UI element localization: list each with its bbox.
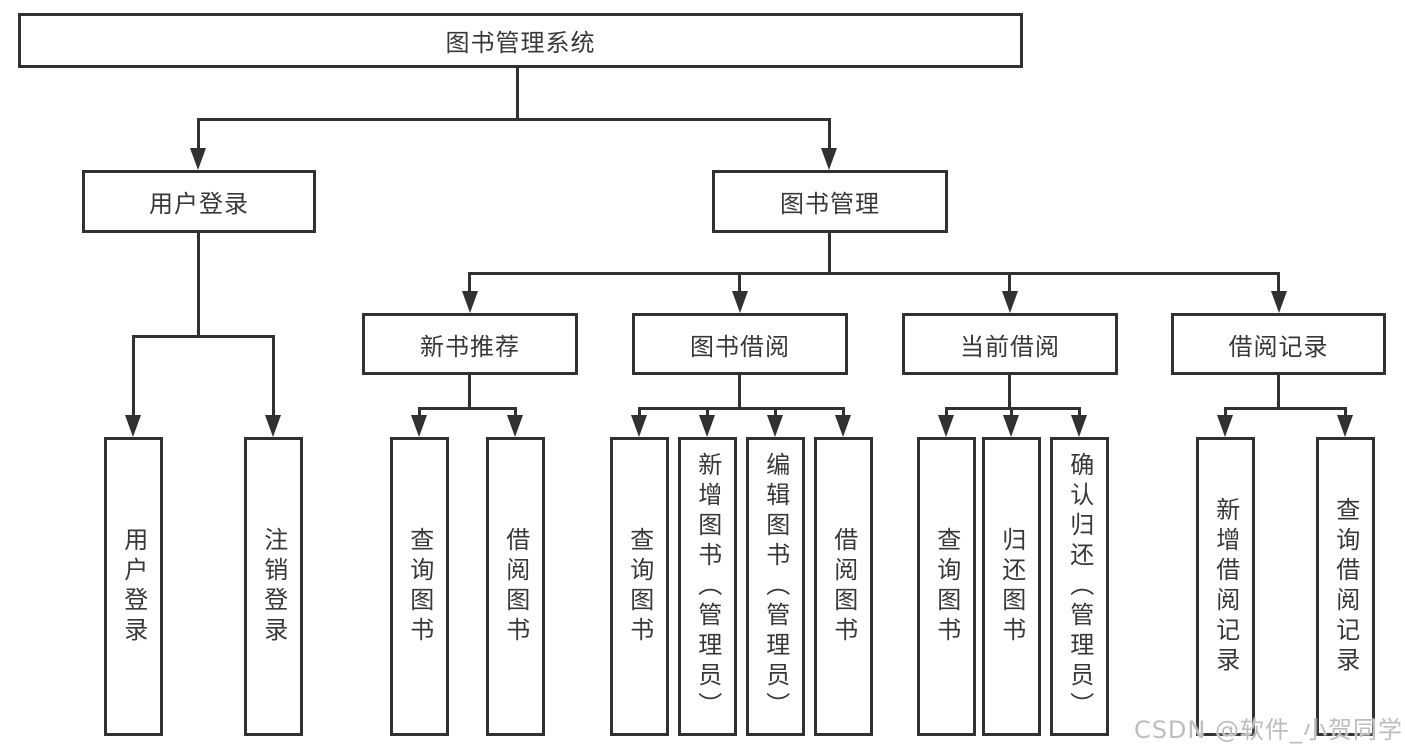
connector-line bbox=[514, 410, 517, 416]
leaf-user-login-label: 用户登录 bbox=[119, 526, 148, 647]
leaf-borrow-books-1-label: 借阅图书 bbox=[501, 526, 530, 647]
connector-arrow-icon bbox=[1217, 415, 1233, 437]
node-user-login: 用户登录 bbox=[82, 170, 316, 233]
connector-line bbox=[638, 410, 641, 416]
connector-line bbox=[828, 233, 831, 272]
node-new-book-recommend-label: 新书推荐 bbox=[420, 332, 520, 361]
node-current-borrow-label: 当前借阅 bbox=[960, 332, 1060, 361]
connector-arrow-icon bbox=[835, 415, 851, 437]
leaf-add-book-admin: 新增图书（管理员） bbox=[678, 437, 737, 736]
node-current-borrow: 当前借阅 bbox=[902, 313, 1118, 375]
leaf-query-books-1-label: 查询图书 bbox=[405, 526, 434, 647]
leaf-confirm-return-admin-label: 确认归还（管理员） bbox=[1065, 451, 1094, 722]
connector-line bbox=[1277, 275, 1280, 291]
leaf-return-book: 归还图书 bbox=[982, 437, 1041, 736]
connector-arrow-icon bbox=[411, 415, 427, 437]
connector-line bbox=[1277, 375, 1280, 407]
connector-line bbox=[272, 338, 275, 415]
leaf-logout: 注销登录 bbox=[244, 437, 303, 736]
node-root: 图书管理系统 bbox=[18, 13, 1023, 68]
connector-line bbox=[1344, 410, 1347, 416]
node-book-borrow-label: 图书借阅 bbox=[690, 332, 790, 361]
leaf-query-borrow-record-label: 查询借阅记录 bbox=[1331, 496, 1360, 677]
connector-line bbox=[774, 410, 777, 416]
connector-line bbox=[1008, 375, 1011, 407]
leaf-add-borrow-record: 新增借阅记录 bbox=[1196, 437, 1255, 736]
leaf-query-books-1: 查询图书 bbox=[390, 437, 449, 736]
connector-line bbox=[738, 375, 741, 407]
connector-line bbox=[1010, 410, 1013, 416]
connector-arrow-icon bbox=[1337, 415, 1353, 437]
leaf-logout-label: 注销登录 bbox=[259, 526, 288, 647]
leaf-user-login: 用户登录 bbox=[104, 437, 163, 736]
connector-arrow-icon bbox=[1003, 415, 1019, 437]
connector-line bbox=[418, 410, 421, 416]
connector-line bbox=[1224, 410, 1227, 416]
connector-line bbox=[418, 407, 517, 410]
connector-line bbox=[1224, 407, 1347, 410]
node-borrow-records-label: 借阅记录 bbox=[1228, 332, 1329, 361]
connector-arrow-icon bbox=[938, 415, 954, 437]
leaf-borrow-books-1: 借阅图书 bbox=[486, 437, 545, 736]
leaf-query-borrow-record: 查询借阅记录 bbox=[1316, 437, 1375, 736]
connector-line bbox=[197, 121, 200, 148]
connector-line bbox=[132, 335, 275, 338]
connector-arrow-icon bbox=[699, 415, 715, 437]
node-root-label: 图书管理系统 bbox=[445, 29, 596, 57]
leaf-query-books-3: 查询图书 bbox=[917, 437, 976, 736]
leaf-confirm-return-admin: 确认归还（管理员） bbox=[1050, 437, 1109, 736]
connector-arrow-icon bbox=[507, 415, 523, 437]
leaf-add-book-admin-label: 新增图书（管理员） bbox=[693, 451, 722, 722]
connector-arrow-icon bbox=[265, 415, 281, 437]
node-new-book-recommend: 新书推荐 bbox=[362, 313, 578, 375]
connector-line bbox=[1008, 275, 1011, 291]
connector-arrow-icon bbox=[821, 148, 837, 170]
connector-line bbox=[468, 275, 471, 291]
leaf-query-books-2-label: 查询图书 bbox=[625, 526, 654, 647]
connector-arrow-icon bbox=[1002, 291, 1018, 313]
connector-arrow-icon bbox=[631, 415, 647, 437]
leaf-add-borrow-record-label: 新增借阅记录 bbox=[1211, 496, 1240, 677]
node-book-management-label: 图书管理 bbox=[780, 190, 880, 218]
node-book-management: 图书管理 bbox=[712, 170, 948, 233]
connector-line bbox=[197, 233, 200, 335]
leaf-query-books-2: 查询图书 bbox=[610, 437, 669, 736]
leaf-edit-book-admin-label: 编辑图书（管理员） bbox=[761, 451, 790, 722]
connector-line bbox=[1078, 410, 1081, 416]
connector-line bbox=[197, 118, 831, 121]
connector-arrow-icon bbox=[125, 415, 141, 437]
connector-arrow-icon bbox=[1071, 415, 1087, 437]
leaf-query-books-3-label: 查询图书 bbox=[932, 526, 961, 647]
node-user-login-label: 用户登录 bbox=[149, 190, 249, 218]
connector-line bbox=[132, 338, 135, 415]
connector-line bbox=[468, 272, 1280, 275]
node-borrow-records: 借阅记录 bbox=[1171, 313, 1386, 375]
watermark: CSDN @软件_小贺同学 bbox=[1133, 716, 1403, 744]
connector-line bbox=[468, 375, 471, 407]
connector-line bbox=[516, 68, 519, 118]
connector-line bbox=[706, 410, 709, 416]
connector-line bbox=[842, 410, 845, 416]
connector-arrow-icon bbox=[190, 148, 206, 170]
connector-line bbox=[945, 407, 1081, 410]
leaf-borrow-books-2-label: 借阅图书 bbox=[829, 526, 858, 647]
connector-line bbox=[945, 410, 948, 416]
connector-arrow-icon bbox=[462, 291, 478, 313]
connector-arrow-icon bbox=[732, 291, 748, 313]
connector-line bbox=[738, 275, 741, 291]
leaf-edit-book-admin: 编辑图书（管理员） bbox=[746, 437, 805, 736]
connector-arrow-icon bbox=[767, 415, 783, 437]
connector-line bbox=[638, 407, 845, 410]
connector-line bbox=[828, 121, 831, 148]
leaf-borrow-books-2: 借阅图书 bbox=[814, 437, 873, 736]
connector-arrow-icon bbox=[1271, 291, 1287, 313]
node-book-borrow: 图书借阅 bbox=[632, 313, 848, 375]
leaf-return-book-label: 归还图书 bbox=[997, 526, 1026, 647]
